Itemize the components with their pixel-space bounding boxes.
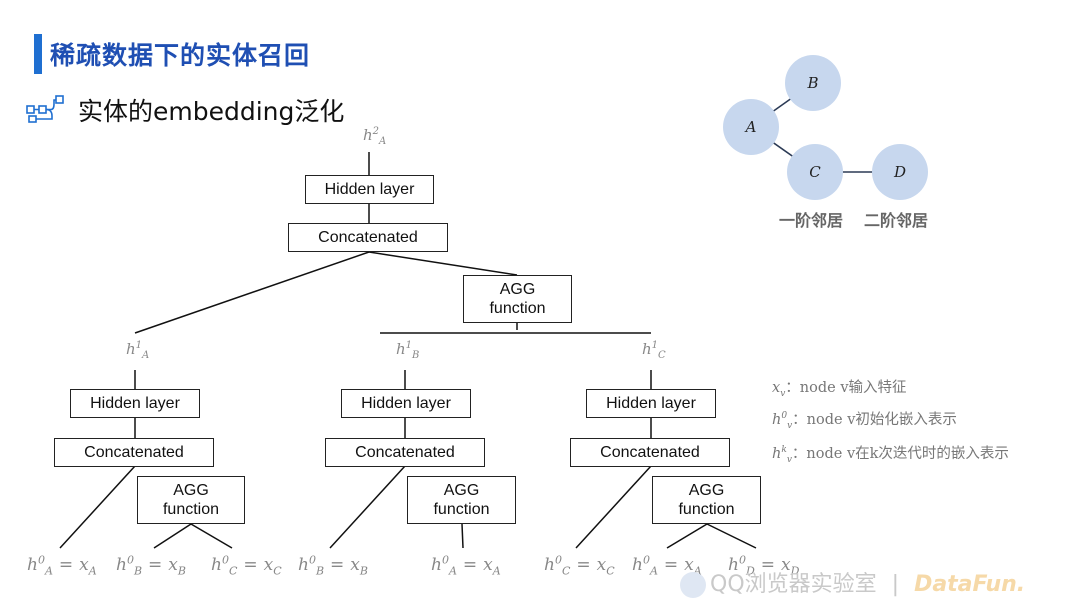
leaf-equation: h0A=xA <box>27 553 97 578</box>
leaf-equation: h0D=xD <box>728 553 800 578</box>
root-hidden-layer-box: Hidden layer <box>305 175 434 204</box>
graph-node-a: A <box>723 99 779 155</box>
subtree-a-hidden-layer-box: Hidden layer <box>70 389 200 418</box>
leaf-equation: h0A=xA <box>632 553 702 578</box>
title-accent-bar <box>34 34 42 74</box>
leaf-equation: h0C=xC <box>544 553 615 578</box>
leaf-equation: h0C=xC <box>211 553 282 578</box>
subtree-b-hidden-layer-box: Hidden layer <box>341 389 471 418</box>
qq-browser-icon <box>680 572 706 598</box>
leaf-equation: h0A=xA <box>431 553 501 578</box>
first-order-neighbor-label: 一阶邻居 <box>779 211 844 230</box>
root-embedding-label: h2A <box>363 126 387 147</box>
subtree-c-hidden-layer-box: Hidden layer <box>586 389 716 418</box>
second-order-neighbor-label: 二阶邻居 <box>864 211 929 230</box>
legend-initial-embedding: h0v：node v初始化嵌入表示 <box>772 411 957 431</box>
legend-iteration-embedding: hkv：node v在k次迭代时的嵌入表示 <box>772 445 1009 465</box>
flow-chart-icon <box>26 95 64 123</box>
graph-node-d: D <box>872 144 928 200</box>
legend-input-feature: xv：node v输入特征 <box>772 380 907 399</box>
graph-node-b: B <box>785 55 841 111</box>
watermark-logo: QQ浏览器实验室 | DataFun. <box>680 566 1025 598</box>
root-concatenated-box: Concatenated <box>288 223 448 252</box>
level1-label-a: h1A <box>126 340 150 361</box>
leaf-equation: h0B=xB <box>298 553 368 578</box>
leaf-equation: h0B=xB <box>116 553 186 578</box>
subtree-b-concatenated-box: Concatenated <box>325 438 485 467</box>
level1-label-c: h1C <box>642 340 666 361</box>
page-subtitle: 实体的embedding泛化 <box>78 97 345 126</box>
level1-label-b: h1B <box>396 340 420 361</box>
page-title: 稀疏数据下的实体召回 <box>50 41 311 70</box>
subtree-a-concatenated-box: Concatenated <box>54 438 214 467</box>
subtree-c-concatenated-box: Concatenated <box>570 438 730 467</box>
graph-node-c: C <box>787 144 843 200</box>
